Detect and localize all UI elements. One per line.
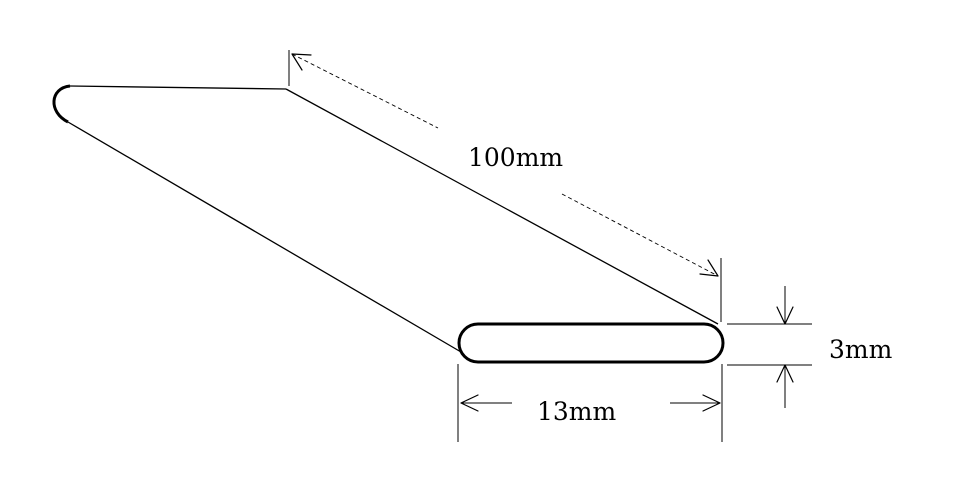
thickness-dimension: 3mm [727, 286, 893, 408]
length-arrow-left [291, 53, 312, 71]
width-arrow-left [460, 394, 479, 412]
length-arrow-right [699, 259, 719, 277]
strip-body [52, 84, 725, 364]
thickness-label: 3mm [829, 335, 893, 364]
length-label: 100mm [468, 143, 563, 172]
cross-section [457, 322, 725, 364]
length-dimension: 100mm [288, 50, 722, 322]
upper-long-edge [285, 88, 719, 325]
far-end-cap [52, 84, 71, 124]
top-far-edge [69, 85, 287, 90]
length-dim-line-b [561, 193, 719, 277]
width-arrow-right [702, 394, 721, 412]
width-dimension: 13mm [457, 364, 723, 442]
thickness-arrow-top [776, 306, 794, 325]
length-dim-line-a [291, 53, 439, 129]
width-label: 13mm [537, 397, 617, 426]
lower-long-edge [67, 121, 462, 353]
thickness-arrow-bottom [776, 364, 794, 383]
